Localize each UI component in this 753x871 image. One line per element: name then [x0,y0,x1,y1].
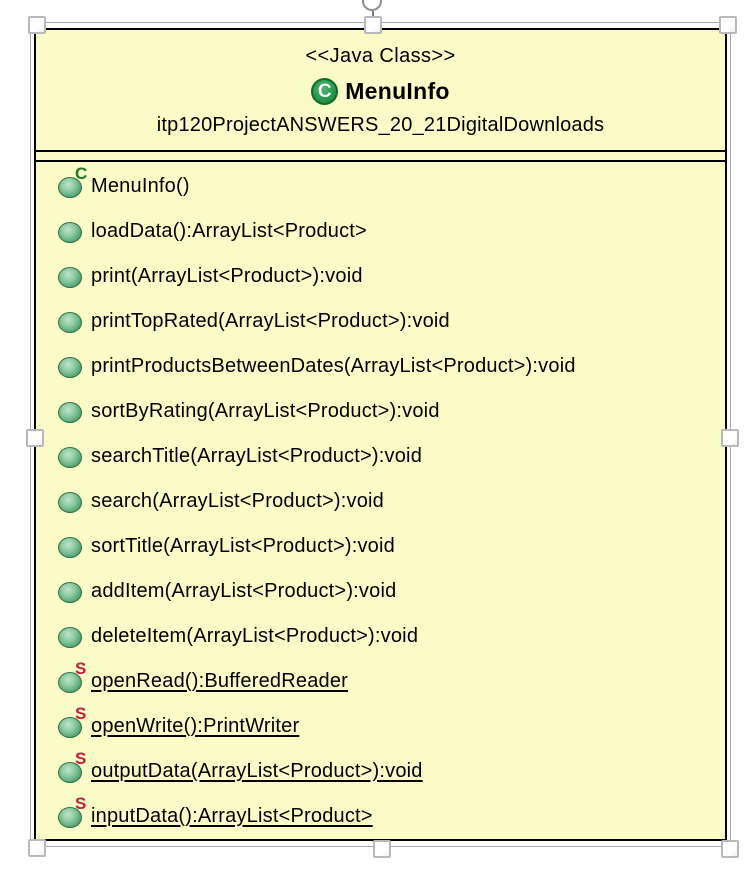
public-visibility-sphere-icon [58,671,82,693]
static-method-icon: S [58,660,86,694]
method-label: printProductsBetweenDates(ArrayList<Prod… [91,355,576,377]
static-method-icon: S [58,750,86,784]
public-visibility-sphere-icon [58,446,82,468]
static-badge: S [75,793,87,813]
class-name-row: C MenuInfo [311,77,450,105]
resize-handle-top-center[interactable] [364,16,382,34]
static-method-icon: S [58,795,86,829]
constructor-method-icon: C [58,165,87,199]
public-visibility-sphere-icon [58,716,82,738]
public-visibility-sphere-icon [58,581,82,603]
resize-handle-middle-right[interactable] [721,429,739,447]
method-row[interactable]: search(ArrayList<Product>):void [36,479,725,524]
resize-handle-top-left[interactable] [28,16,46,34]
public-method-icon [58,310,84,334]
public-method-icon [58,355,84,379]
public-method-icon [58,535,84,559]
method-row-static[interactable]: S openRead():BufferedReader [36,659,725,704]
resize-handle-bottom-left[interactable] [28,839,46,857]
public-method-icon [58,400,84,424]
method-label: search(ArrayList<Product>):void [91,490,384,512]
method-label: sortByRating(ArrayList<Product>):void [91,400,440,422]
public-method-icon [58,580,84,604]
resize-handle-top-right[interactable] [719,16,737,34]
resize-handle-bottom-center[interactable] [373,840,391,858]
static-badge: S [75,748,87,768]
method-row[interactable]: searchTitle(ArrayList<Product>):void [36,434,725,479]
public-method-icon [58,265,84,289]
method-label: inputData():ArrayList<Product> [91,805,373,827]
method-label: searchTitle(ArrayList<Product>):void [91,445,423,467]
method-row[interactable]: sortTitle(ArrayList<Product>):void [36,524,725,569]
public-method-icon [58,490,84,514]
public-visibility-sphere-icon [58,491,82,513]
method-label: MenuInfo() [91,175,190,197]
public-visibility-sphere-icon [58,266,82,288]
method-label: printTopRated(ArrayList<Product>):void [91,310,450,332]
method-label: sortTitle(ArrayList<Product>):void [91,535,395,557]
uml-class-box[interactable]: <<Java Class>> C MenuInfo itp120ProjectA… [34,28,727,841]
constructor-badge: C [75,163,88,183]
attributes-compartment-empty [36,150,725,162]
method-label: openWrite():PrintWriter [91,715,300,737]
public-visibility-sphere-icon [58,311,82,333]
public-visibility-sphere-icon [58,401,82,423]
public-visibility-sphere-icon [58,536,82,558]
public-visibility-sphere-icon [58,626,82,648]
package-name: itp120ProjectANSWERS_20_21DigitalDownloa… [156,113,605,136]
static-badge: S [75,703,87,723]
class-header-compartment: <<Java Class>> C MenuInfo itp120ProjectA… [36,30,725,150]
method-row[interactable]: printProductsBetweenDates(ArrayList<Prod… [36,344,725,389]
method-row[interactable]: loadData():ArrayList<Product> [36,209,725,254]
method-row[interactable]: addItem(ArrayList<Product>):void [36,569,725,614]
method-label: loadData():ArrayList<Product> [91,220,367,242]
method-row[interactable]: printTopRated(ArrayList<Product>):void [36,299,725,344]
resize-handle-bottom-right[interactable] [721,840,739,858]
method-row-static[interactable]: S outputData(ArrayList<Product>):void [36,749,725,794]
public-method-icon [58,220,84,244]
method-row[interactable]: deleteItem(ArrayList<Product>):void [36,614,725,659]
rotation-handle-stem [372,11,374,17]
public-visibility-sphere-icon [58,356,82,378]
public-visibility-sphere-icon [58,806,82,828]
method-row-static[interactable]: S openWrite():PrintWriter [36,704,725,749]
public-visibility-sphere-icon [58,176,82,198]
resize-handle-middle-left[interactable] [26,429,44,447]
methods-compartment: C MenuInfo() loadData():ArrayList<Produc… [36,162,725,839]
class-name: MenuInfo [345,77,450,104]
public-visibility-sphere-icon [58,761,82,783]
method-row[interactable]: print(ArrayList<Product>):void [36,254,725,299]
rotation-handle[interactable] [362,0,382,11]
public-method-icon [58,625,84,649]
public-method-icon [58,445,84,469]
method-label: print(ArrayList<Product>):void [91,265,363,287]
public-visibility-sphere-icon [58,221,82,243]
method-label: openRead():BufferedReader [91,670,349,692]
static-method-icon: S [58,705,86,739]
method-label: deleteItem(ArrayList<Product>):void [91,625,419,647]
method-label: outputData(ArrayList<Product>):void [91,760,423,782]
static-badge: S [75,658,87,678]
method-label: addItem(ArrayList<Product>):void [91,580,397,602]
stereotype-label: <<Java Class>> [305,45,456,68]
java-class-icon: C [311,77,339,105]
method-row[interactable]: sortByRating(ArrayList<Product>):void [36,389,725,434]
method-row-constructor[interactable]: C MenuInfo() [36,164,725,209]
method-row-static[interactable]: S inputData():ArrayList<Product> [36,794,725,839]
